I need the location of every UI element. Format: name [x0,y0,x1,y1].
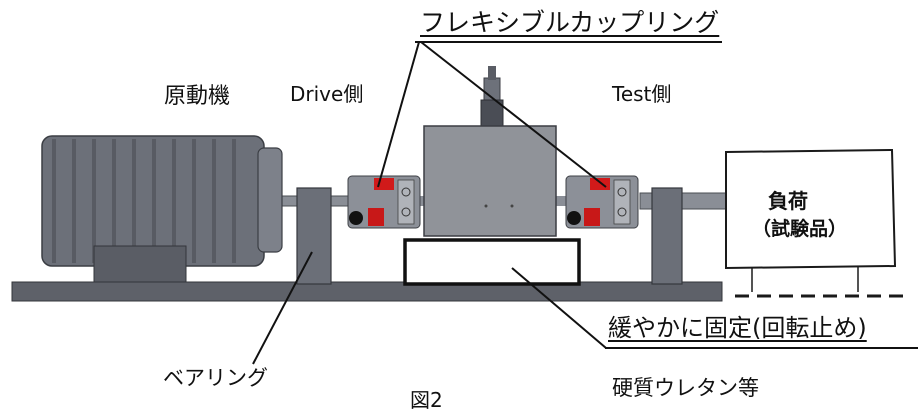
label-rigid-urethane: 硬質ウレタン等 [612,376,759,400]
label-drive-side: Drive側 [290,82,364,106]
leader-coupling-to-test [420,41,607,188]
label-prime-mover: 原動機 [164,84,231,109]
leader-fixing-to-pad [511,267,607,349]
shaft-right-block-to-coupling [555,196,569,206]
coupling-test-side [565,175,639,229]
leader-bearing [252,251,313,365]
test-rig-diagram [11,41,918,365]
label-load: 負荷 [768,189,808,213]
load-box [725,148,897,292]
label-test-side: Test側 [612,82,672,106]
shaft-left-coupling-to-block [418,196,426,206]
base-plate [11,281,723,302]
leader-coupling-to-drive [377,41,420,188]
motor [41,135,283,283]
label-gentle-fixing: 緩やかに固定(回転止め) [608,314,867,342]
center-block [423,66,557,237]
coupling-drive-side [347,175,421,229]
label-test-article: （試験品） [752,218,848,240]
label-flexible-coupling: フレキシブルカップリング [420,8,720,37]
figure-caption: 図2 [410,388,443,412]
label-bearing: ベアリング [163,366,268,390]
urethane-pad [403,238,581,286]
bearing-block-test [651,187,683,285]
